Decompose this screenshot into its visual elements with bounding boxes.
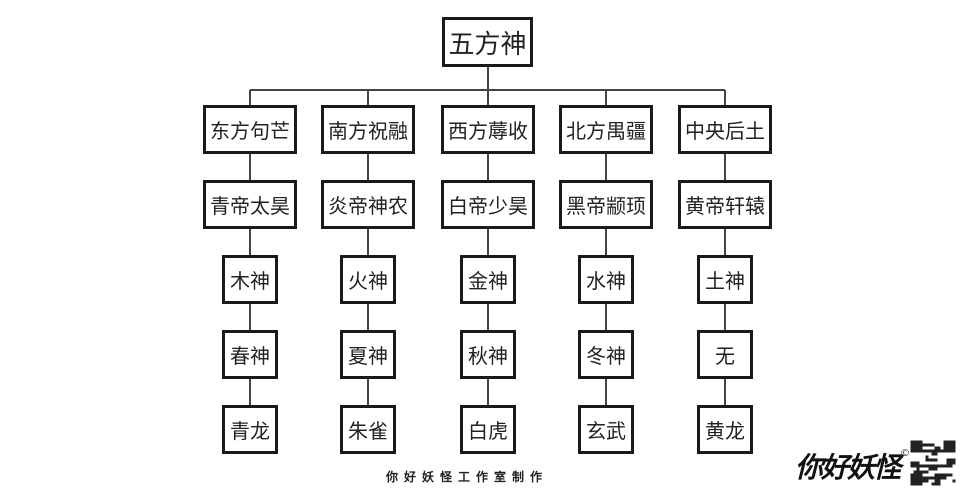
footer-credit: 你好妖怪工作室制作 xyxy=(386,470,549,484)
node: 火神 xyxy=(340,255,396,304)
node: 青龙 xyxy=(222,405,278,454)
root-node: 五方神 xyxy=(442,17,533,67)
node: 夏神 xyxy=(340,330,396,379)
node: 白虎 xyxy=(460,405,516,454)
node: 土神 xyxy=(697,255,753,304)
node: 无 xyxy=(697,330,753,379)
node: 南方祝融 xyxy=(321,105,415,154)
node: 水神 xyxy=(578,255,634,304)
node: 春神 xyxy=(222,330,278,379)
node: 黑帝颛顼 xyxy=(559,180,653,229)
node: 西方蓐收 xyxy=(441,105,535,154)
copyright-mark: © xyxy=(900,448,910,459)
node: 北方禺疆 xyxy=(559,105,653,154)
node: 东方句芒 xyxy=(203,105,297,154)
node: 黄帝轩辕 xyxy=(678,180,772,229)
node: 中央后土 xyxy=(678,105,772,154)
node: 朱雀 xyxy=(340,405,396,454)
node: 炎帝神农 xyxy=(321,180,415,229)
node: 黄龙 xyxy=(697,405,753,454)
brand-logo: 你好妖怪 xyxy=(795,451,901,484)
node: 木神 xyxy=(222,255,278,304)
node: 金神 xyxy=(460,255,516,304)
node: 冬神 xyxy=(578,330,634,379)
qr-code-icon xyxy=(910,440,956,486)
node: 玄武 xyxy=(578,405,634,454)
node: 秋神 xyxy=(460,330,516,379)
node: 青帝太昊 xyxy=(203,180,297,229)
node: 白帝少昊 xyxy=(441,180,535,229)
